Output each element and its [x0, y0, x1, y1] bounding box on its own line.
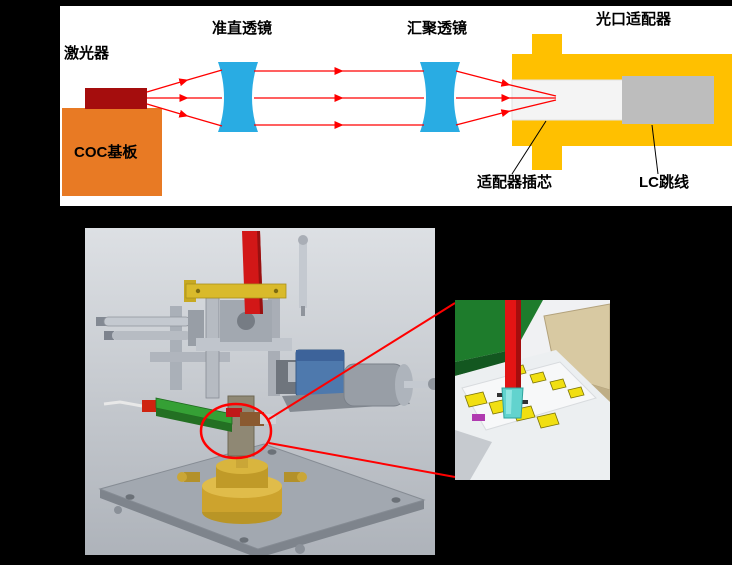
focusing-lens-shape — [420, 62, 460, 132]
inset-pick-tool — [501, 300, 524, 419]
label-focusing-lens: 汇聚透镜 — [407, 20, 468, 37]
ferrule-leader-line — [511, 120, 547, 175]
collimating-lens-shape — [218, 62, 258, 132]
zoom-callout-lines — [268, 302, 456, 478]
pcb-board — [103, 397, 233, 432]
rotation-stage — [177, 452, 307, 524]
label-coc-substrate: COC基板 — [74, 144, 138, 161]
top-micrometer — [298, 235, 308, 316]
jumper-leader-line — [651, 124, 659, 175]
port-adapter — [511, 34, 732, 170]
laser-rays — [146, 67, 557, 129]
label-collimating-lens: 准直透镜 — [212, 20, 273, 37]
red-bracket — [242, 231, 263, 314]
adapter-ferrule-shape — [511, 79, 625, 121]
laser-chip — [85, 88, 147, 109]
coc-substrate — [62, 108, 162, 196]
left-micrometers — [96, 306, 230, 390]
label-port-adapter: 光口适配器 — [596, 11, 672, 28]
detail-inset — [455, 300, 610, 480]
label-laser: 激光器 — [64, 45, 110, 62]
label-adapter-ferrule: 适配器插芯 — [477, 174, 553, 191]
yellow-arm — [184, 280, 287, 302]
right-actuator — [282, 363, 435, 412]
machine-render — [85, 228, 435, 555]
lc-jumper-shape — [622, 76, 714, 124]
optical-schematic — [62, 34, 732, 196]
zoom-callout-circle — [199, 402, 273, 460]
label-lc-jumper: LC跳线 — [639, 174, 689, 191]
